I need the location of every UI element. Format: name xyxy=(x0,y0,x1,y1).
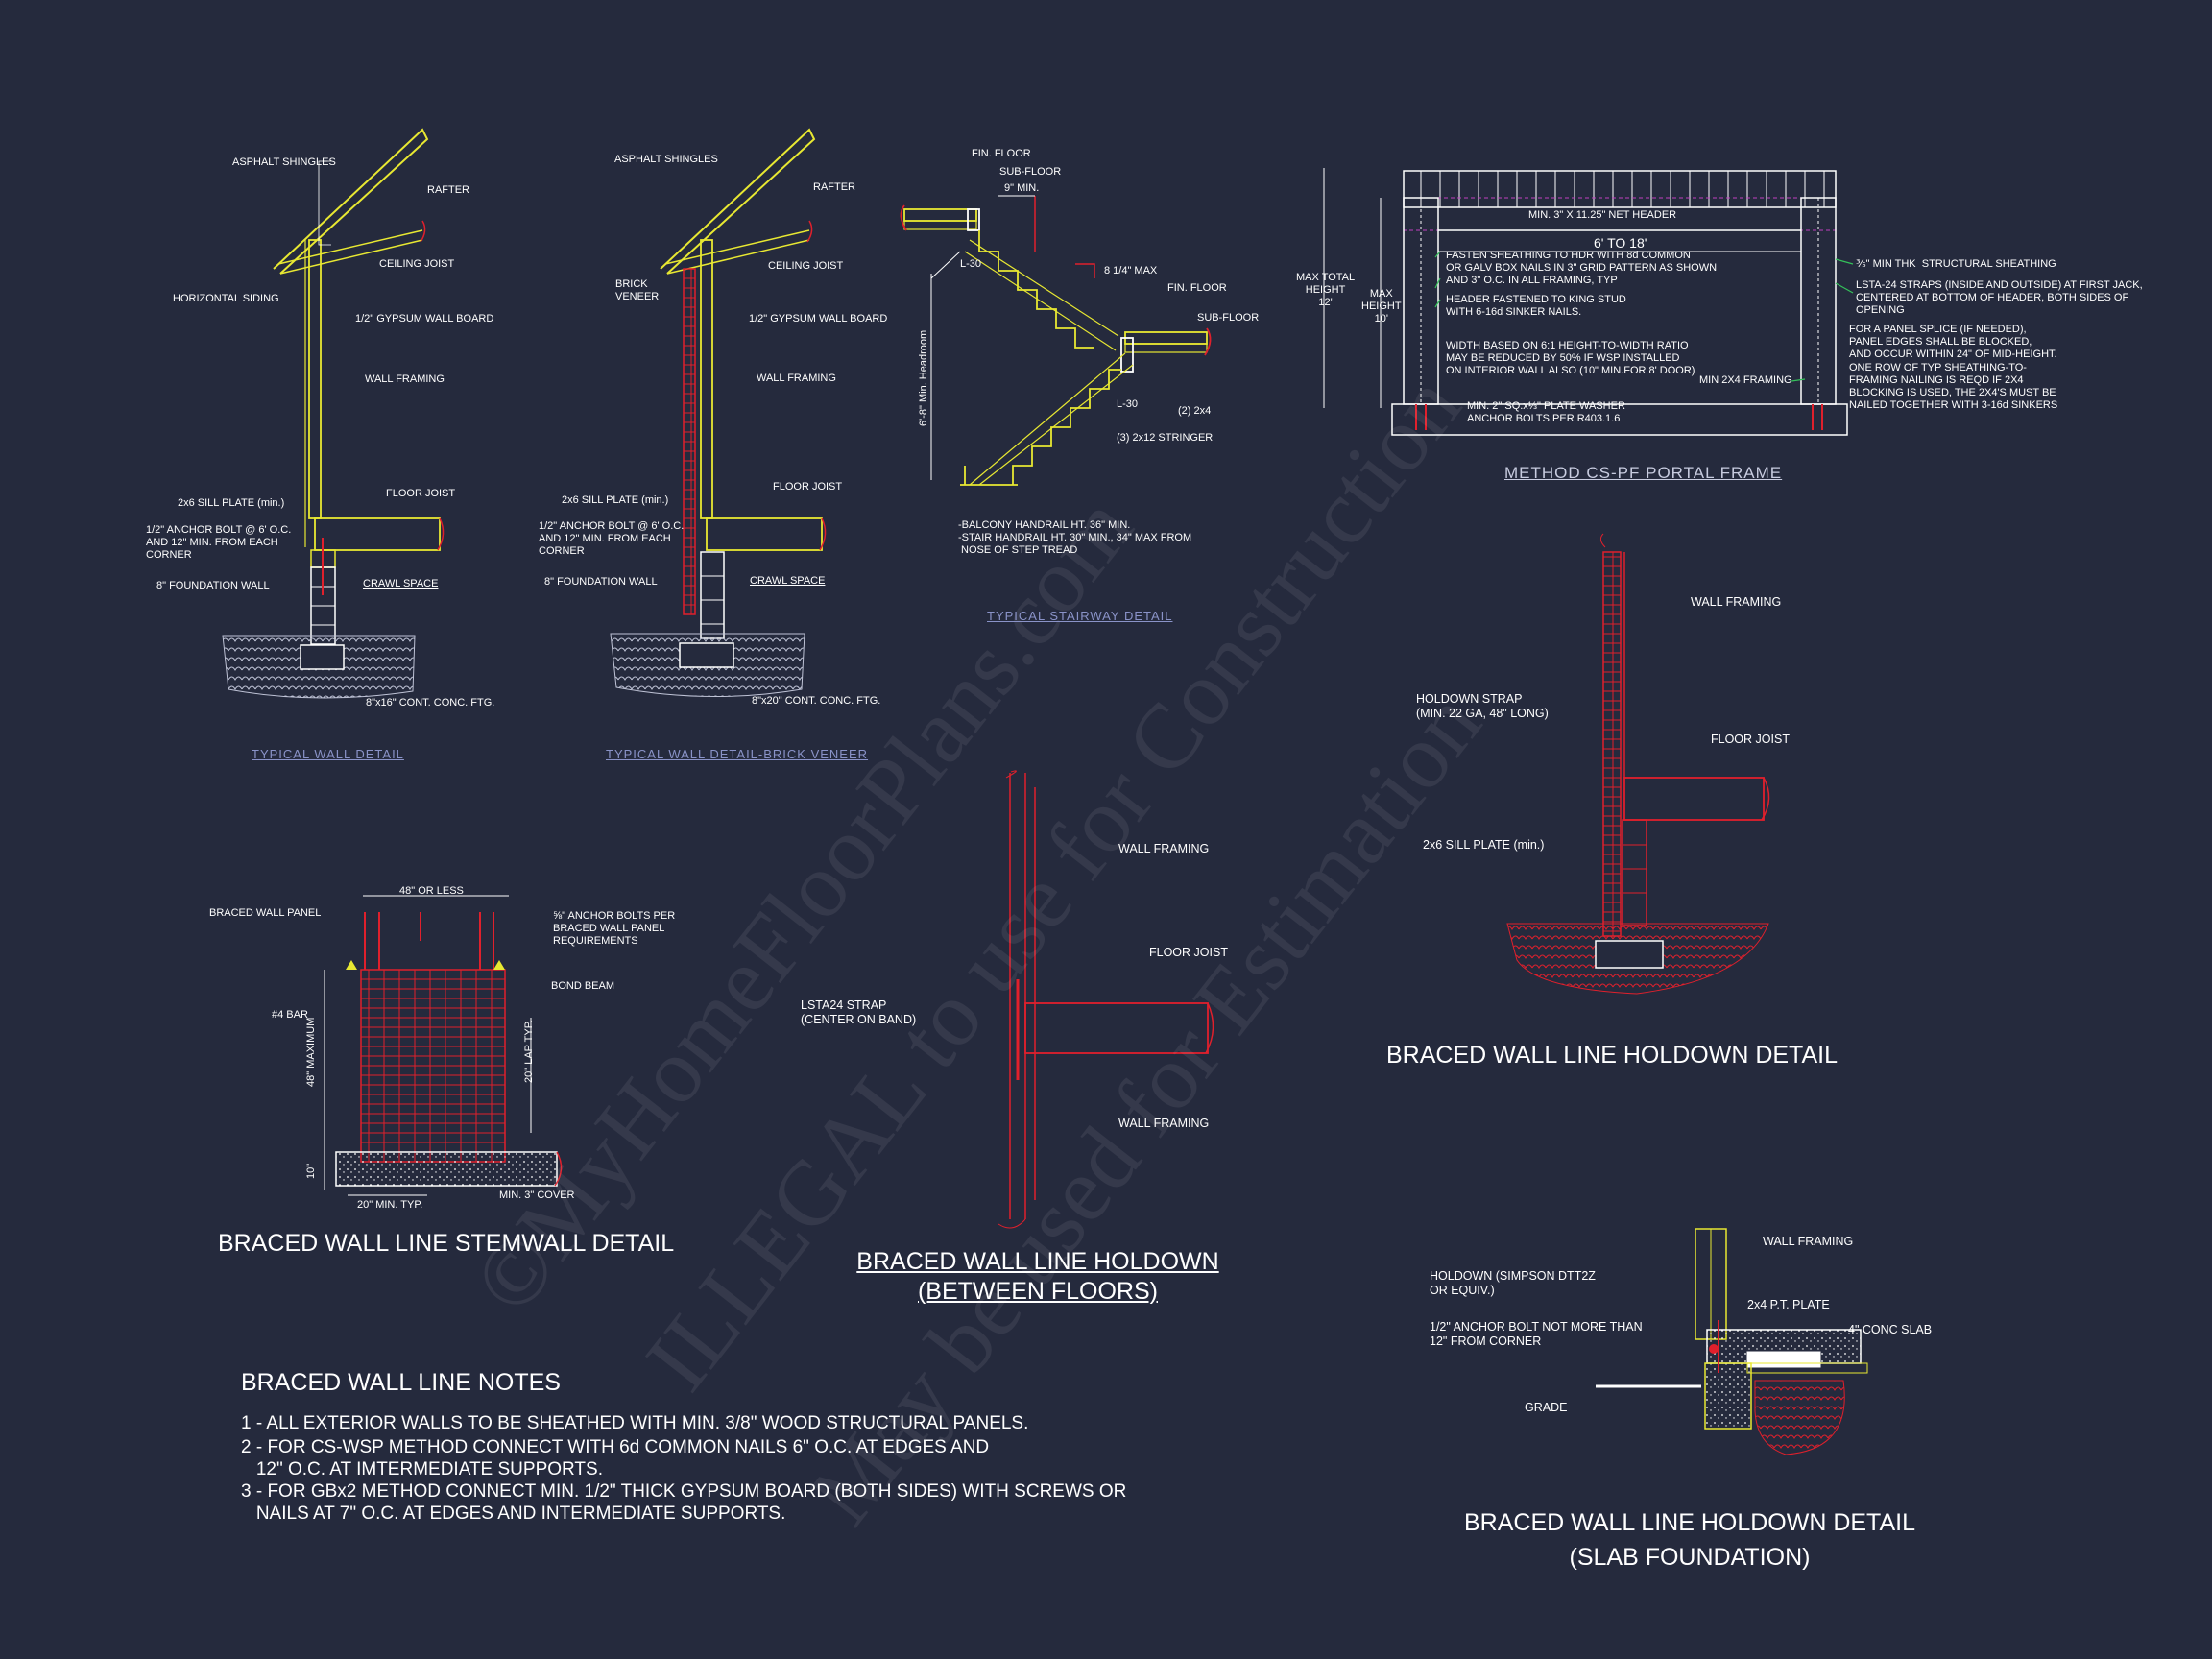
portal-max-total: MAX TOTAL HEIGHT 12' xyxy=(1296,272,1356,309)
portal-panel-splice: FOR A PANEL SPLICE (IF NEEDED), PANEL ED… xyxy=(1849,324,2058,412)
brick-veneer-label: BRICK VENEER xyxy=(615,278,660,303)
wall-footing-label: 8"x16" CONT. CONC. FTG. xyxy=(366,697,495,709)
brick-veneer-detail xyxy=(610,128,827,697)
portal-min-2x4: MIN 2X4 FRAMING xyxy=(1699,374,1792,386)
brick-foundation-label: 8" FOUNDATION WALL xyxy=(544,576,658,588)
stemwall-bond-beam: BOND BEAM xyxy=(551,980,615,992)
slab-title-2: (SLAB FOUNDATION) xyxy=(1569,1544,1811,1571)
slab-holdown: HOLDOWN (SIMPSON DTT2Z OR EQUIV.) xyxy=(1430,1269,1596,1297)
brick-asphalt-label: ASPHALT SHINGLES xyxy=(614,154,718,165)
brick-rafter-label: RAFTER xyxy=(813,181,855,193)
between-floor-joist: FLOOR JOIST xyxy=(1149,946,1228,959)
wall-ceiling-joist-label: CEILING JOIST xyxy=(379,258,455,270)
stemwall-cover: MIN. 3" COVER xyxy=(499,1190,575,1201)
brick-framing-label: WALL FRAMING xyxy=(757,373,836,384)
brick-ceiling-joist-label: CEILING JOIST xyxy=(768,260,844,272)
portal-sheathing: ⅗" MIN THK STRUCTURAL SHEATHING xyxy=(1856,258,2056,270)
typical-wall-brick-title: TYPICAL WALL DETAIL-BRICK VENEER xyxy=(606,747,869,761)
wall-rafter-label: RAFTER xyxy=(427,184,469,196)
wall-foundation-label: 8" FOUNDATION WALL xyxy=(156,580,270,591)
stemwall-detail xyxy=(324,895,563,1196)
portal-fasten-note: FASTEN SHEATHING TO HDR WITH 8d COMMON O… xyxy=(1446,250,1718,287)
wall-gypsum-label: 1/2" GYPSUM WALL BOARD xyxy=(355,313,494,325)
portal-width-note: WIDTH BASED ON 6:1 HEIGHT-TO-WIDTH RATIO… xyxy=(1446,340,1695,377)
brick-crawl-label: CRAWL SPACE xyxy=(750,575,826,587)
stair-riser-max: 8 1/4" MAX xyxy=(1104,265,1158,276)
slab-detail xyxy=(1596,1228,1868,1455)
stair-2x4: (2) 2x4 xyxy=(1178,405,1212,417)
holdown-detail xyxy=(1506,533,1770,995)
stair-handrail-note: -BALCONY HANDRAIL HT. 36" MIN. -STAIR HA… xyxy=(958,519,1192,557)
typical-stairway-title: TYPICAL STAIRWAY DETAIL xyxy=(987,609,1173,623)
note-item: 1 - ALL EXTERIOR WALLS TO BE SHEATHED WI… xyxy=(241,1413,1029,1433)
wall-sill-label: 2x6 SILL PLATE (min.) xyxy=(178,497,285,509)
stair-fin-floor-mid: FIN. FLOOR xyxy=(1167,282,1227,294)
stair-stringer: (3) 2x12 STRINGER xyxy=(1117,432,1214,444)
between-strap: LSTA24 STRAP (CENTER ON BAND) xyxy=(801,998,917,1026)
brick-gypsum-label: 1/2" GYPSUM WALL BOARD xyxy=(749,313,888,325)
stemwall-twenty-min: 20" MIN. TYP. xyxy=(357,1199,423,1211)
brick-sill-label: 2x6 SILL PLATE (min.) xyxy=(562,494,669,506)
between-wall-framing-bottom: WALL FRAMING xyxy=(1118,1117,1210,1130)
portal-straps: LSTA-24 STRAPS (INSIDE AND OUTSIDE) AT F… xyxy=(1856,279,2143,317)
stair-nine-min: 9" MIN. xyxy=(1004,182,1040,194)
brick-anchor-label: 1/2" ANCHOR BOLT @ 6' O.C. AND 12" MIN. … xyxy=(539,520,685,558)
wall-asphalt-label: ASPHALT SHINGLES xyxy=(232,156,336,168)
brick-floor-joist-label: FLOOR JOIST xyxy=(773,481,843,493)
stemwall-bar: #4 BAR xyxy=(272,1009,308,1021)
slab-grade: GRADE xyxy=(1525,1401,1568,1414)
portal-frame-detail xyxy=(1323,168,1854,436)
stemwall-dim: 48" OR LESS xyxy=(399,885,464,897)
between-title-2: (BETWEEN FLOORS) xyxy=(917,1278,1158,1305)
note-item: 3 - FOR GBx2 METHOD CONNECT MIN. 1/2" TH… xyxy=(241,1481,1127,1524)
stemwall-braced-panel: BRACED WALL PANEL xyxy=(209,907,322,919)
slab-anchor: 1/2" ANCHOR BOLT NOT MORE THAN 12" FROM … xyxy=(1430,1320,1643,1348)
holdown-wall-framing: WALL FRAMING xyxy=(1691,595,1782,609)
wall-anchor-label: 1/2" ANCHOR BOLT @ 6' O.C. AND 12" MIN. … xyxy=(146,524,292,562)
between-floors-detail xyxy=(998,770,1214,1229)
wall-floor-joist-label: FLOOR JOIST xyxy=(386,488,456,499)
stair-headroom: 6'-8" Min. Headroom xyxy=(918,329,929,426)
between-title-1: BRACED WALL LINE HOLDOWN xyxy=(856,1248,1219,1275)
holdown-sill: 2x6 SILL PLATE (min.) xyxy=(1423,838,1545,852)
wall-crawl-label: CRAWL SPACE xyxy=(363,578,439,589)
typical-wall-detail xyxy=(222,128,445,699)
portal-net-header: MIN. 3" X 11.25" NET HEADER xyxy=(1528,209,1677,221)
note-item: 2 - FOR CS-WSP METHOD CONNECT WITH 6d CO… xyxy=(241,1437,990,1479)
brick-footing-label: 8"x20" CONT. CONC. FTG. xyxy=(752,695,881,707)
stemwall-title: BRACED WALL LINE STEMWALL DETAIL xyxy=(218,1230,675,1257)
stair-sub-floor-top: SUB-FLOOR xyxy=(999,166,1062,178)
stair-fin-floor-top: FIN. FLOOR xyxy=(972,148,1031,159)
slab-conc-slab: 4" CONC SLAB xyxy=(1848,1323,1933,1336)
portal-max-height: MAX HEIGHT 10' xyxy=(1361,288,1402,325)
portal-span: 6' TO 18' xyxy=(1594,235,1647,251)
notes-title: BRACED WALL LINE NOTES xyxy=(241,1369,561,1396)
wall-framing-label: WALL FRAMING xyxy=(365,373,445,385)
stemwall-ten: 10" xyxy=(305,1163,317,1179)
typical-wall-title: TYPICAL WALL DETAIL xyxy=(252,747,404,761)
holdown-strap: HOLDOWN STRAP (MIN. 22 GA, 48" LONG) xyxy=(1416,692,1549,720)
portal-header-fastened: HEADER FASTENED TO KING STUD WITH 6-16d … xyxy=(1446,294,1626,319)
stairway-detail xyxy=(900,195,1212,486)
portal-washer-note: MIN. 2" SQ.x⅓" PLATE WASHER ANCHOR BOLTS… xyxy=(1467,400,1625,425)
holdown-title: BRACED WALL LINE HOLDOWN DETAIL xyxy=(1386,1042,1838,1069)
portal-frame-title: METHOD CS-PF PORTAL FRAME xyxy=(1504,464,1783,482)
stemwall-max48: 48" MAXIMUM xyxy=(305,1017,317,1087)
stair-l30-b: L-30 xyxy=(1117,398,1139,410)
wall-siding-label: HORIZONTAL SIDING xyxy=(173,293,279,304)
stair-l30-a: L-30 xyxy=(960,258,982,270)
stemwall-lap: 20" LAP TYP. xyxy=(523,1020,535,1083)
slab-title-1: BRACED WALL LINE HOLDOWN DETAIL xyxy=(1464,1509,1915,1536)
stemwall-anchor: ⅝" ANCHOR BOLTS PER BRACED WALL PANEL RE… xyxy=(553,910,676,948)
between-wall-framing-top: WALL FRAMING xyxy=(1118,842,1210,855)
holdown-floor-joist: FLOOR JOIST xyxy=(1711,733,1790,746)
slab-pt-plate: 2x4 P.T. PLATE xyxy=(1747,1298,1830,1311)
slab-wall-framing: WALL FRAMING xyxy=(1763,1235,1854,1248)
stair-sub-floor-mid: SUB-FLOOR xyxy=(1197,312,1260,324)
